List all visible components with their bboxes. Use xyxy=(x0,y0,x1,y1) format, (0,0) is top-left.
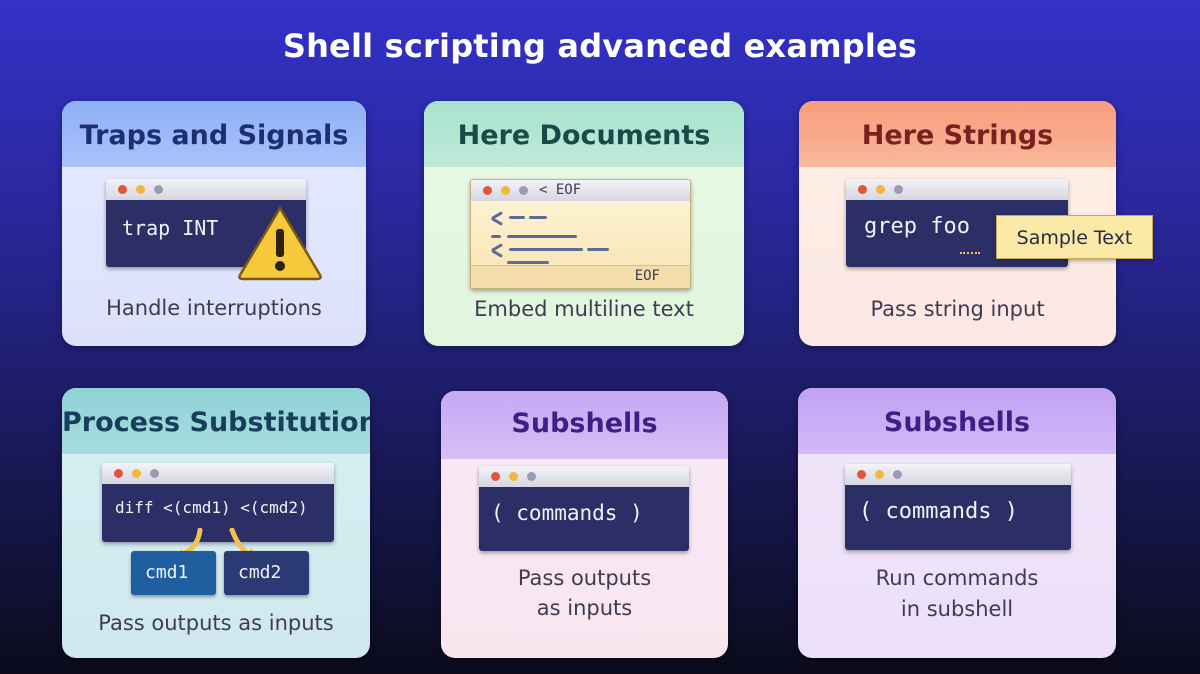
terminal-window: ( commands ) xyxy=(479,466,689,551)
close-dot-icon xyxy=(118,185,127,194)
minimize-dot-icon xyxy=(136,185,145,194)
page-title: Shell scripting advanced examples xyxy=(282,27,918,65)
document-body: EOF xyxy=(471,201,690,288)
chip-label: cmd1 xyxy=(145,562,189,583)
card-caption-line-2: in subshell xyxy=(900,597,1014,621)
document-footer: EOF xyxy=(471,265,690,288)
card-heading: Subshells xyxy=(441,391,728,459)
terminal-body: ( commands ) xyxy=(479,487,689,551)
maximize-dot-icon xyxy=(154,185,163,194)
maximize-dot-icon xyxy=(894,185,903,194)
terminal-command: ( commands ) xyxy=(491,501,643,525)
card-traps-and-signals: Traps and Signals trap INT Handle interr… xyxy=(62,101,366,346)
card-heading: Traps and Signals xyxy=(62,101,366,167)
card-caption: Pass outputs as inputs xyxy=(98,611,334,635)
warning-icon xyxy=(238,206,322,281)
sample-text-tag: Sample Text xyxy=(996,215,1153,259)
minimize-dot-icon xyxy=(876,185,885,194)
chip-cmd2: cmd2 xyxy=(224,551,309,595)
terminal-body: diff <(cmd1) <(cmd2) xyxy=(102,484,334,542)
card-heading: Here Strings xyxy=(799,101,1116,167)
card-process-substitution: Process Substitution diff <(cmd1) <(cmd2… xyxy=(62,388,370,658)
minimize-dot-icon xyxy=(875,470,884,479)
card-subshells-run-commands: Subshells ( commands ) Run commands in s… xyxy=(798,388,1116,658)
close-dot-icon xyxy=(483,186,492,195)
maximize-dot-icon xyxy=(527,472,536,481)
card-caption: Handle interruptions xyxy=(106,296,322,320)
terminal-window: ( commands ) xyxy=(845,464,1071,550)
card-subshells-pass-outputs: Subshells ( commands ) Pass outputs as i… xyxy=(441,391,728,658)
document-window: < EOF EOF xyxy=(470,179,691,289)
window-titlebar xyxy=(846,179,1068,200)
window-label: < EOF xyxy=(539,182,582,198)
close-dot-icon xyxy=(857,470,866,479)
window-titlebar xyxy=(106,179,306,200)
window-titlebar xyxy=(845,464,1071,485)
minimize-dot-icon xyxy=(501,186,510,195)
chip-label: cmd2 xyxy=(238,562,282,583)
card-here-documents: Here Documents < EOF EOF xyxy=(424,101,744,346)
card-caption-line-2: as inputs xyxy=(536,596,633,620)
close-dot-icon xyxy=(858,185,867,194)
terminal-window: diff <(cmd1) <(cmd2) xyxy=(102,463,334,542)
terminal-command: trap INT xyxy=(122,216,219,240)
close-dot-icon xyxy=(114,469,123,478)
redirect-marks-icon xyxy=(960,247,980,254)
card-caption: Embed multiline text xyxy=(474,297,694,321)
terminal-body: ( commands ) xyxy=(845,485,1071,550)
terminal-command: grep foo xyxy=(864,214,970,239)
card-caption: Pass string input xyxy=(870,297,1045,321)
card-heading: Here Documents xyxy=(424,101,744,167)
card-heading: Subshells xyxy=(798,388,1116,454)
sample-text-label: Sample Text xyxy=(1016,227,1133,249)
minimize-dot-icon xyxy=(509,472,518,481)
terminal-command: ( commands ) xyxy=(859,499,1018,524)
terminal-command: diff <(cmd1) <(cmd2) xyxy=(115,498,308,517)
maximize-dot-icon xyxy=(519,186,528,195)
chip-cmd1: cmd1 xyxy=(131,551,216,595)
card-caption-line-1: Pass outputs xyxy=(517,566,652,590)
close-dot-icon xyxy=(491,472,500,481)
window-titlebar: < EOF xyxy=(471,180,690,201)
window-titlebar xyxy=(102,463,334,484)
maximize-dot-icon xyxy=(893,470,902,479)
card-caption-line-1: Run commands xyxy=(875,566,1039,590)
footer-label: EOF xyxy=(634,268,660,284)
window-titlebar xyxy=(479,466,689,487)
card-heading: Process Substitution xyxy=(62,388,370,454)
maximize-dot-icon xyxy=(150,469,159,478)
minimize-dot-icon xyxy=(132,469,141,478)
